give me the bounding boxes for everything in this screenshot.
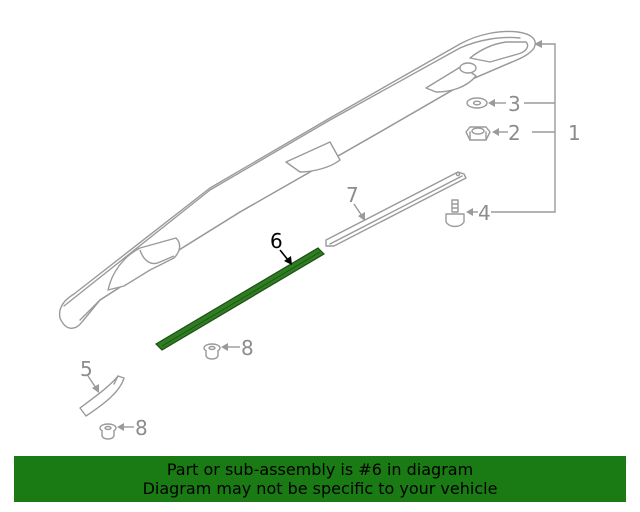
nut [465,126,491,141]
callout-2: 2 [508,121,521,145]
callout-4: 4 [478,201,491,225]
roof-rail [58,30,536,329]
callout-1: 1 [568,121,581,145]
callout-5: 5 [80,357,93,381]
molding-strip-6-highlighted [155,247,325,351]
banner-line-2: Diagram may not be specific to your vehi… [142,479,498,498]
notice-banner: Part or sub-assembly is #6 in diagram Di… [14,456,626,502]
push-clip-lower [99,423,117,440]
end-cap [79,375,125,417]
push-clip-upper [203,343,221,360]
washer [466,97,488,109]
banner-line-1: Part or sub-assembly is #6 in diagram [166,460,474,479]
leader-lines [87,40,556,431]
callout-8-lower: 8 [135,416,148,440]
callout-6[interactable]: 6 [270,229,283,253]
callout-3: 3 [508,92,521,116]
callout-7: 7 [346,183,359,207]
molding-strip-7 [325,171,467,247]
bolt [445,199,465,228]
callout-8-upper: 8 [241,336,254,360]
